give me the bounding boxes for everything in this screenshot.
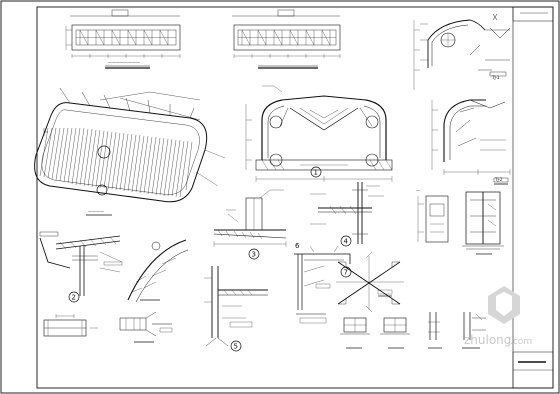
arch-detail-top-right: TJ-1 [413,13,511,90]
detail-4-joint: 4 [310,182,384,247]
inner-frame [36,6,554,389]
svg-text:————: ———— [88,209,104,214]
detail-marker-5 [230,340,242,352]
silo-perspective-view: ———— [34,87,226,216]
detail-number-1: 1 [314,169,318,177]
watermark: zhulong .com [464,286,532,347]
plan-view-left: ———————— [65,9,181,69]
detail-number-3: 3 [252,251,256,259]
watermark-logo-icon [488,286,520,324]
detail-number-5: 5 [234,343,238,351]
detail-number-6: 6 [295,242,300,250]
detail-marker-1 [310,166,322,178]
svg-text:—: — [416,188,420,193]
section-tag-tj1: TJ-1 [491,75,500,80]
svg-text:————————: ———————— [108,60,140,65]
detail-marker-7 [340,266,352,278]
column-detail [462,191,504,255]
plate-detail: — [416,188,449,243]
arc-rib-detail [127,239,189,303]
detail-3-beam: 3 [213,189,287,260]
plan-view-right [232,9,341,69]
detail-7-x-bracing: 7 [336,251,404,313]
watermark-domain: .com [510,337,532,347]
cross-section-elevation: 1 [245,85,393,182]
section-4-4 [462,312,486,349]
watermark-brand: zhulong [464,333,511,347]
section-a-a [43,314,98,337]
detail-marker-4 [340,235,352,247]
detail-marker-2 [68,291,80,303]
detail-number-2: 2 [72,294,76,302]
detail-marker-3 [248,248,260,260]
detail-2-connection: 2 [39,231,123,303]
section-2-2 [380,317,410,349]
detail-number-7: 7 [344,269,348,277]
section-1-1 [340,317,370,349]
title-block-top [512,6,554,22]
detail-6-ledge [294,245,351,324]
section-3-3 [428,312,442,349]
detail-5-support: 5 [204,266,268,352]
arch-detail-right: TJ-2 [431,99,511,185]
detail-number-4: 4 [344,238,349,246]
bracket-detail [119,311,173,343]
section-tag-tj2: TJ-2 [494,177,503,182]
